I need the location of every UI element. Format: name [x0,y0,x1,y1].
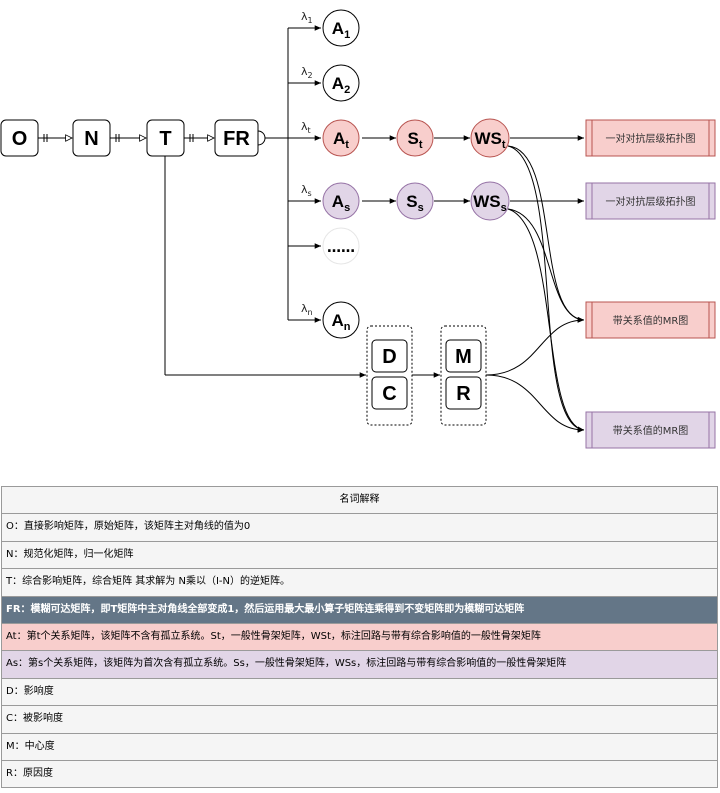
node-d-label: D [382,346,396,368]
svg-text:As: As [332,192,350,214]
svg-text:WSs: WSs [473,192,507,214]
node-o-label: O [12,128,28,150]
node-m-label: M [455,346,472,368]
svg-text:WSt: WSt [474,129,505,151]
node-n: N [72,119,111,157]
node-at: At [322,119,360,157]
node-a1: A1 [322,9,360,47]
node-fr: FR [214,119,259,157]
svg-text:St: St [407,129,422,151]
node-c-label: C [382,383,396,405]
node-an: An [322,301,360,339]
node-wss: WSs [470,181,510,221]
svg-text:带关系值的MR图: 带关系值的MR图 [613,314,689,327]
output-box-1: 一对对抗层级拓扑图 [585,119,716,157]
node-ss: Ss [396,182,434,220]
glossary-table: 名词解释 O：直接影响矩阵，原始矩阵，该矩阵主对角线的值为0 N：规范化矩阵，归… [1,486,718,789]
glossary-title: 名词解释 [2,487,717,515]
glossary-row-at: At：第t个关系矩阵，该矩阵不含有孤立系统。St，一般性骨架矩阵，WSt，标注回… [2,623,717,652]
svg-text:带关系值的MR图: 带关系值的MR图 [613,424,689,437]
node-fr-label: FR [223,128,250,150]
node-t-label: T [159,128,171,150]
svg-text:At: At [333,129,349,151]
node-ellipsis: …… [322,227,360,265]
node-o: O [0,119,39,157]
output-box-3: 带关系值的MR图 [585,301,716,339]
glossary-row-fr: FR：模糊可达矩阵，即T矩阵中主对角线全部变成1，然后运用最大最小算子矩阵连乘得… [2,596,717,624]
mr-group: M R [440,325,487,426]
node-a2: A2 [322,64,360,102]
node-n-label: N [84,128,98,150]
glossary-row-n: N：规范化矩阵，归一化矩阵 [2,541,717,570]
node-wst: WSt [470,118,510,158]
node-as: As [322,182,360,220]
output-box-2: 一对对抗层级拓扑图 [585,182,716,220]
glossary-row-d: D：影响度 [2,678,717,707]
node-t: T [146,119,185,157]
lambda-1-label: λ1 [301,10,313,25]
svg-text:……: …… [327,240,355,256]
lambda-t-label: λt [301,120,311,135]
dc-group: D C [366,325,413,426]
svg-text:一对对抗层级拓扑图: 一对对抗层级拓扑图 [606,132,696,145]
glossary-row-t: T：综合影响矩阵，综合矩阵 其求解为 N乘以（I-N）的逆矩阵。 [2,569,717,597]
node-r-label: R [456,383,471,405]
svg-text:An: An [331,311,350,333]
node-st: St [396,119,434,157]
glossary-row-as: As：第s个关系矩阵，该矩阵为首次含有孤立系统。Ss，一般性骨架矩阵，WSs，标… [2,651,717,679]
svg-text:一对对抗层级拓扑图: 一对对抗层级拓扑图 [606,195,696,208]
glossary-row-r: R：原因度 [2,760,717,789]
lambda-n-label: λn [301,302,313,317]
glossary-row-c: C：被影响度 [2,706,717,734]
main-chain-edges [38,25,585,433]
lambda-s-label: λs [301,183,312,198]
glossary-row-o: O：直接影响矩阵，原始矩阵，该矩阵主对角线的值为0 [2,514,717,542]
svg-text:Ss: Ss [406,192,423,214]
svg-text:A1: A1 [332,19,350,41]
process-diagram: O N T FR λ1 λ2 λt λs λn A1 A2 At St WSt … [0,9,716,449]
svg-text:A2: A2 [332,74,350,96]
glossary-row-m: M：中心度 [2,733,717,761]
lambda-2-label: λ2 [301,65,313,80]
output-box-4: 带关系值的MR图 [585,411,716,449]
